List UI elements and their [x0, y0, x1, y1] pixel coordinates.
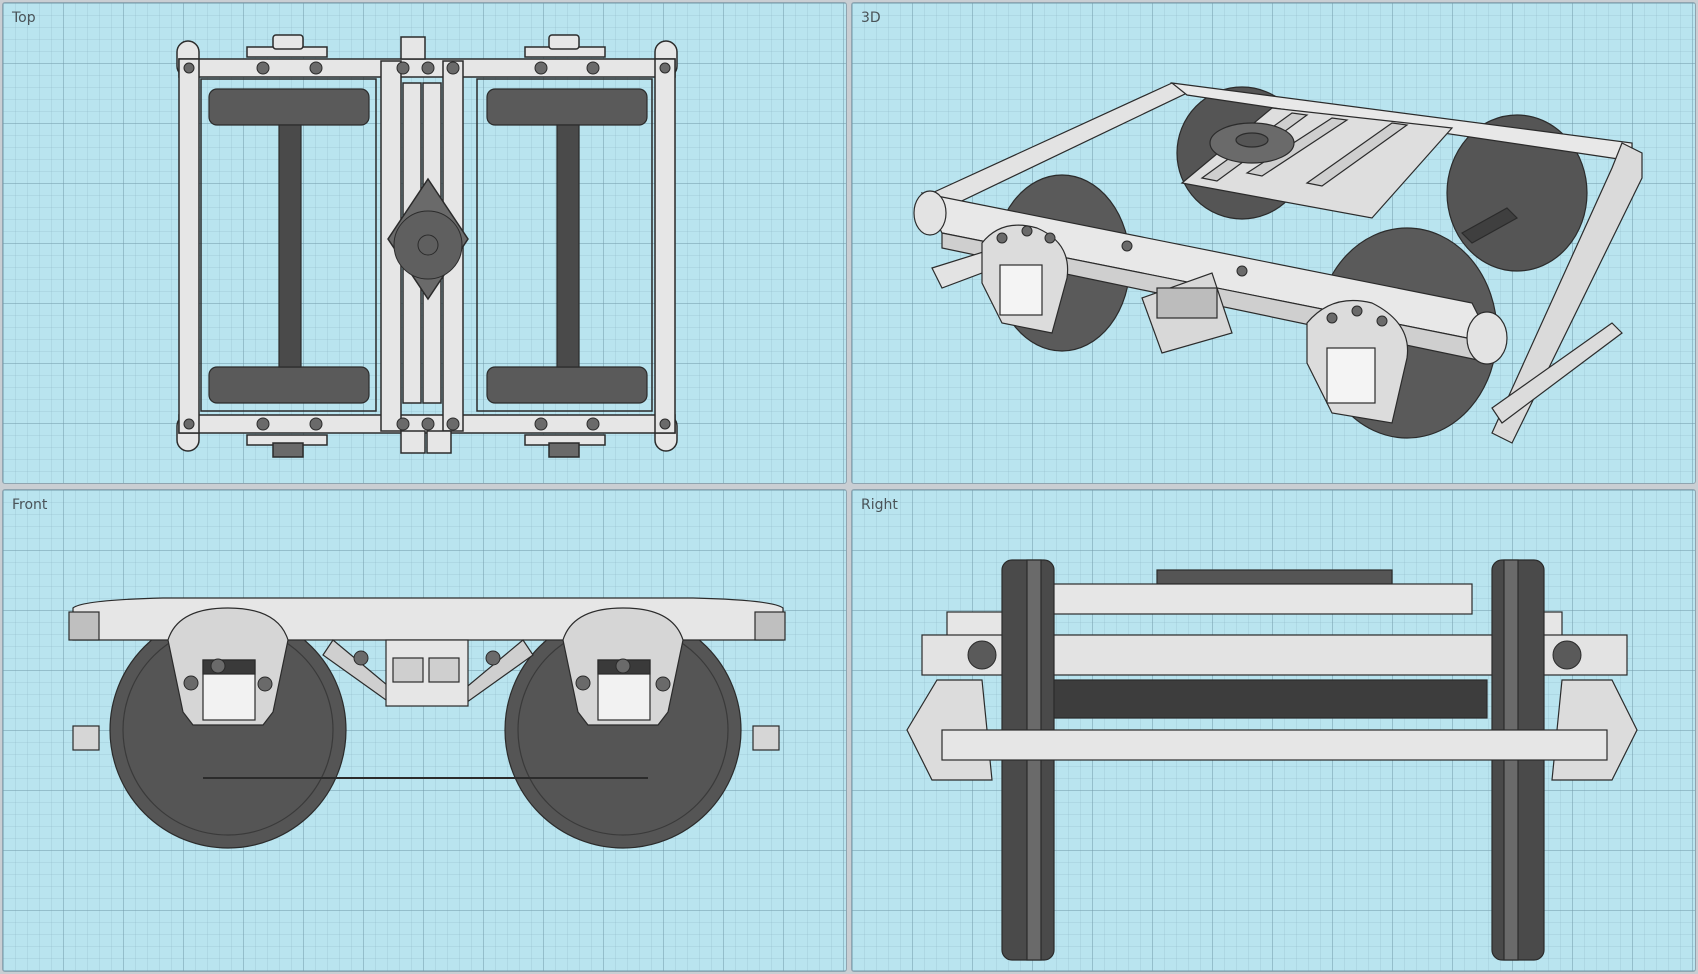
3d-view-drawing [913, 82, 1643, 444]
bolt [967, 640, 997, 670]
wheel-top-right [486, 88, 648, 126]
bolt [256, 61, 270, 75]
bolt [183, 675, 199, 691]
axle-left [278, 124, 302, 368]
bolt [615, 658, 631, 674]
right-viewport[interactable]: Right [851, 489, 1696, 972]
front-viewport[interactable]: Front [2, 489, 847, 972]
journal-box [272, 442, 304, 458]
wheel-bottom-left [208, 366, 370, 404]
bolt [1326, 312, 1338, 324]
bolt [309, 417, 323, 431]
bolt [353, 650, 369, 666]
bottom-rail [1491, 322, 1623, 424]
journal-box [548, 442, 580, 458]
bolt [1044, 232, 1056, 244]
top-pivot-plate [1156, 569, 1393, 585]
bolt [586, 61, 600, 75]
top-viewport[interactable]: Top [2, 2, 847, 484]
end-cap [913, 190, 947, 236]
bolt [659, 418, 671, 430]
bolt [396, 417, 410, 431]
bolt [534, 417, 548, 431]
axle-right [556, 124, 580, 368]
top-view-drawing [176, 34, 678, 458]
3d-viewport[interactable]: 3D [851, 2, 1696, 484]
bolt [210, 658, 226, 674]
bolt [1236, 265, 1248, 277]
bolt [1376, 315, 1388, 327]
right-view-drawing [906, 559, 1638, 961]
right-end-rail [1491, 142, 1643, 444]
bolt [1552, 640, 1582, 670]
bolt [309, 61, 323, 75]
bolt [183, 62, 195, 74]
bottom-bar [941, 729, 1608, 761]
top-bar [1041, 583, 1473, 615]
journal-box-left-block [999, 264, 1043, 316]
bolt [655, 676, 671, 692]
bolt [446, 61, 460, 75]
bolt [1351, 305, 1363, 317]
end-cap [1466, 311, 1508, 365]
front-view-drawing [68, 597, 786, 849]
right-viewport-label: Right [861, 497, 898, 513]
3d-viewport-label: 3D [861, 10, 881, 26]
bolt [659, 62, 671, 74]
bolt [396, 61, 410, 75]
end-block-left [72, 725, 100, 751]
journal-box [272, 34, 304, 50]
gearbox-detail [1156, 287, 1218, 319]
bolt [1121, 240, 1133, 252]
journal-box-right-block [1326, 347, 1376, 404]
right-end-beam [654, 58, 676, 434]
bolster-bottom-block [400, 430, 426, 454]
bolster-bar [1245, 117, 1349, 177]
bolt [446, 417, 460, 431]
bolt [485, 650, 501, 666]
left-end-beam [178, 58, 200, 434]
bolt [996, 232, 1008, 244]
journal-box [548, 34, 580, 50]
bolster-top-block [400, 36, 426, 60]
center-pivot [393, 210, 463, 280]
bolster-bottom-block [426, 430, 452, 454]
bolt [575, 675, 591, 691]
bolt [257, 676, 273, 692]
inner-frame-left [200, 78, 377, 412]
bolster-bar [1305, 122, 1409, 187]
wheel-bottom-right [486, 366, 648, 404]
bolt [421, 61, 435, 75]
bolt [586, 417, 600, 431]
wheel-top-left [208, 88, 370, 126]
top-viewport-label: Top [12, 10, 36, 26]
front-viewport-label: Front [12, 497, 48, 513]
bolt [1021, 225, 1033, 237]
bolt [421, 417, 435, 431]
bolt [256, 417, 270, 431]
axle [1046, 679, 1488, 719]
end-block-right [752, 725, 780, 751]
bolt [534, 61, 548, 75]
inner-frame-right [476, 78, 653, 412]
axle [1461, 207, 1518, 244]
bolt [183, 418, 195, 430]
